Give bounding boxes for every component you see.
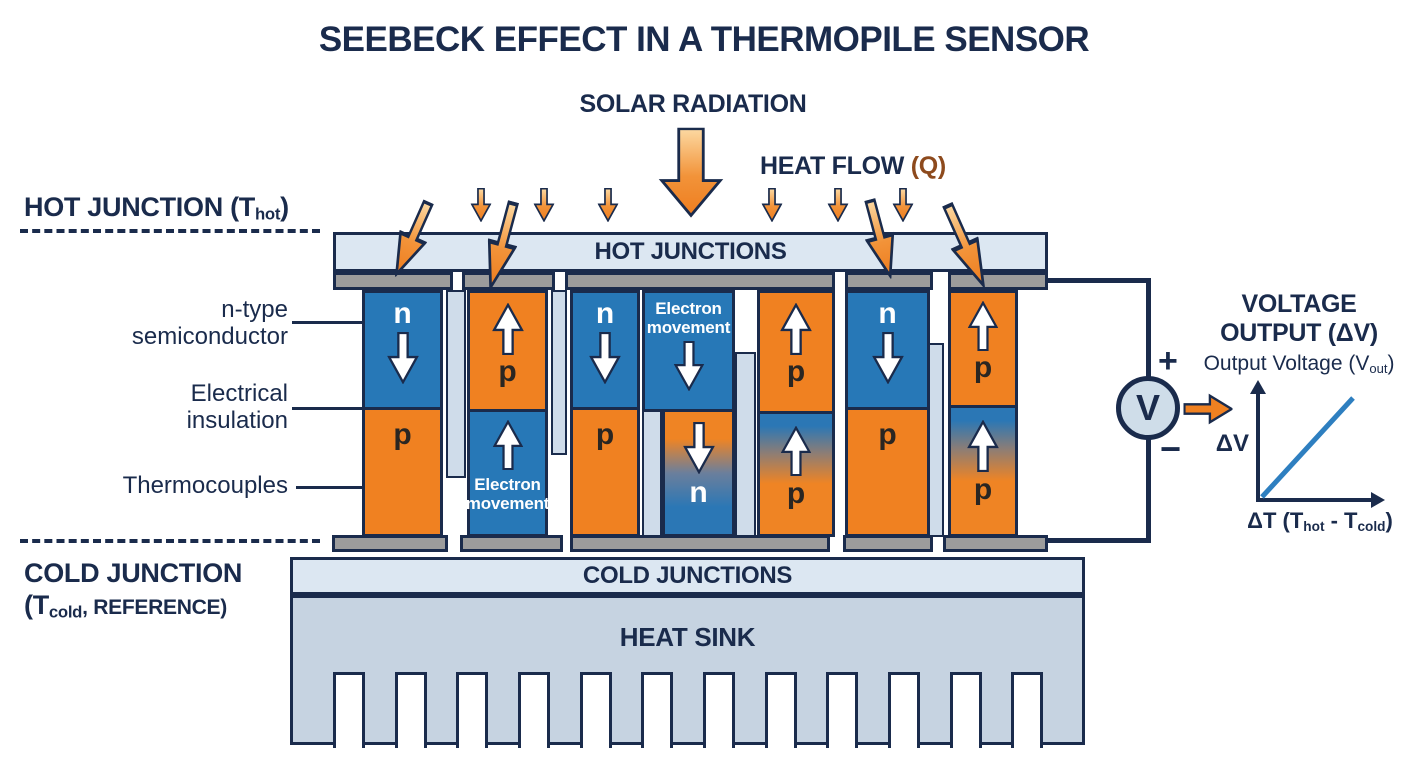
heat-arrow-icon <box>892 188 914 227</box>
heat-arrow-icon <box>533 188 555 227</box>
hot-connector-plate <box>462 272 555 290</box>
heat-sink-fin-notch <box>580 672 612 748</box>
voltage-temperature-graph <box>1250 380 1385 508</box>
insulation-strip <box>551 290 567 455</box>
output-arrow-icon <box>1183 392 1233 431</box>
page-title: SEEBECK EFFECT IN A THERMOPILE SENSOR <box>318 20 1090 59</box>
electron-arrow-down-icon <box>683 422 715 474</box>
heat-sink-fin-notch <box>888 672 920 748</box>
electron-movement-caption: Electron movement <box>465 475 550 513</box>
thermocouple-n-segment: Electron movement <box>642 290 735 412</box>
graph-line <box>1260 396 1355 499</box>
electron-arrow-up-icon <box>492 303 524 355</box>
hot-connector-plate <box>333 272 453 290</box>
electron-arrow-up-icon <box>780 303 812 355</box>
insulation-strip <box>735 352 756 537</box>
leader-line <box>296 486 378 489</box>
graph-y-label: ΔV <box>1215 430 1249 457</box>
thermocouple-n-segment: n <box>362 290 443 410</box>
cold-connector-plate <box>570 535 830 552</box>
cold-junctions-bar: COLD JUNCTIONS <box>290 557 1085 595</box>
meter-plus-sign: + <box>1158 342 1178 380</box>
electron-arrow-down-icon <box>589 332 621 384</box>
heat-arrow-icon <box>470 188 492 227</box>
cold-junction-sublabel: (Tcold, REFERENCE) <box>24 590 228 622</box>
electron-arrow-up-icon <box>967 301 999 351</box>
insulation-strip <box>928 343 944 537</box>
electron-arrow-up-icon <box>492 420 524 470</box>
heat-arrow-icon <box>597 188 619 227</box>
cold-connector-plate <box>332 535 448 552</box>
meter-minus-sign: − <box>1160 428 1182 469</box>
hot-connector-plate <box>565 272 835 290</box>
thermocouple-n-segment-gradient: n <box>662 409 735 537</box>
heat-sink-fin-notch <box>395 672 427 748</box>
thermocouple-n-segment: n <box>845 290 930 410</box>
thermocouple-n-segment: n <box>570 290 640 410</box>
output-voltage-subtitle: Output Voltage (Vout) <box>1203 352 1395 376</box>
circuit-wire <box>1046 538 1150 543</box>
heat-sink-fin-notch <box>641 672 673 748</box>
voltage-output-title: VOLTAGE OUTPUT (ΔV) <box>1220 290 1378 347</box>
thermocouple-p-segment-gradient: p <box>948 405 1018 537</box>
heat-sink-fin-notch <box>456 672 488 748</box>
solar-arrow-icon <box>658 126 724 225</box>
electron-arrow-down-icon <box>673 341 705 391</box>
heat-arrow-icon <box>827 188 849 227</box>
cold-junction-label: COLD JUNCTION <box>24 558 243 588</box>
voltmeter: V <box>1116 376 1180 440</box>
heat-sink-fin-notch <box>703 672 735 748</box>
electron-movement-caption: Electron movement <box>646 299 731 337</box>
thermocouple-n-segment: Electron movement <box>465 409 550 537</box>
cold-junction-dashed-line <box>20 539 320 543</box>
insulation-label: Electrical insulation <box>186 380 288 434</box>
graph-x-label: ΔT (Thot - Tcold) <box>1247 508 1393 534</box>
cold-connector-plate <box>943 535 1048 552</box>
circuit-wire <box>1046 278 1150 283</box>
thermocouple-p-segment-gradient: p <box>757 411 835 537</box>
solar-radiation-label: SOLAR RADIATION <box>579 90 807 118</box>
leader-line <box>292 321 377 324</box>
electron-arrow-down-icon <box>872 332 904 384</box>
thermocouple-p-segment: p <box>845 407 930 537</box>
n-type-label: n-type semiconductor <box>131 296 288 350</box>
heat-sink-fin-notch <box>765 672 797 748</box>
heat-flow-q: (Q) <box>910 152 947 180</box>
thermocouple-p-segment: p <box>362 407 443 537</box>
heat-flow-text: HEAT FLOW <box>760 152 911 180</box>
heat-sink-fin-notch <box>518 672 550 748</box>
thermocouple-p-segment: p <box>570 407 640 537</box>
hot-connector-plate <box>948 272 1048 290</box>
electron-arrow-up-icon <box>967 420 999 472</box>
heat-flow-label: HEAT FLOW (Q) <box>760 152 1020 181</box>
hot-junction-dashed-line <box>20 229 320 233</box>
electron-arrow-up-icon <box>780 426 812 476</box>
thermocouples-label: Thermocouples <box>122 472 288 499</box>
circuit-wire <box>1146 278 1151 380</box>
circuit-wire <box>1146 438 1151 543</box>
heat-sink-fin-notch <box>950 672 982 748</box>
thermocouple-p-segment: p <box>948 290 1018 408</box>
heat-sink-fin-notch <box>333 672 365 748</box>
heat-sink-fin-notch <box>1011 672 1043 748</box>
thermocouple-p-segment: p <box>467 290 548 412</box>
heat-sink-fin-notch <box>826 672 858 748</box>
electron-arrow-down-icon <box>387 332 419 384</box>
hot-junctions-bar: HOT JUNCTIONS <box>333 232 1048 272</box>
cold-connector-plate <box>843 535 933 552</box>
thermocouple-p-segment: p <box>757 290 835 414</box>
heat-sink-label: HEAT SINK <box>619 622 756 652</box>
cold-connector-plate <box>460 535 563 552</box>
hot-junction-label: HOT JUNCTION (Thot) <box>24 192 289 224</box>
insulation-strip <box>446 290 466 478</box>
leader-line <box>292 407 366 410</box>
heat-arrow-icon <box>761 188 783 227</box>
